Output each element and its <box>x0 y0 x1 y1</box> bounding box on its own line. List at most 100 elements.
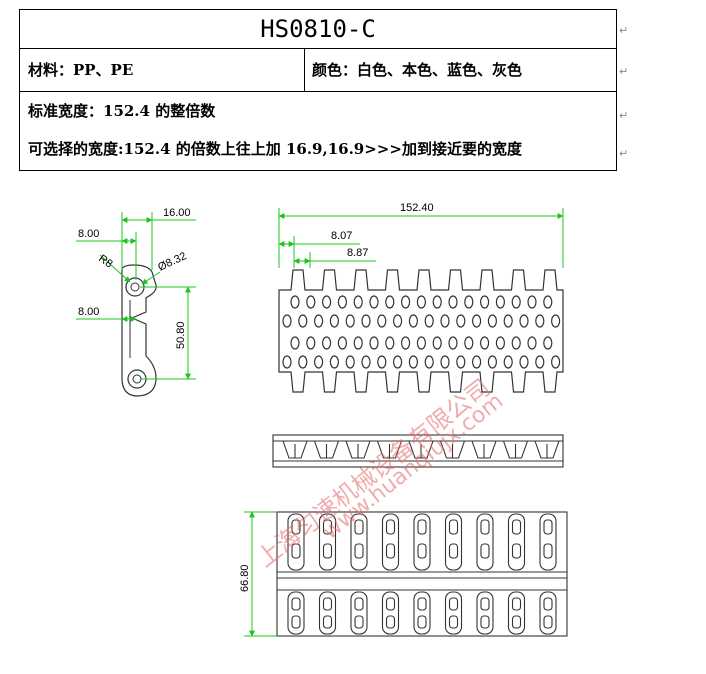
belt-hole <box>519 314 529 328</box>
bottom-module-slot <box>322 597 333 611</box>
belt-hole <box>385 336 395 350</box>
bottom-module-slot <box>417 597 427 611</box>
dim-top-width: 152.40 <box>400 202 434 214</box>
belt-hole <box>401 336 411 350</box>
belt-hole <box>480 295 490 309</box>
bottom-module-slot <box>448 597 459 611</box>
belt-hole <box>480 336 490 350</box>
bottom-module-slot <box>543 597 553 611</box>
belt-hole <box>487 355 497 369</box>
belt-hole <box>456 355 466 369</box>
belt-hole <box>393 314 403 328</box>
bottom-module-slot <box>354 597 364 611</box>
belt-hole <box>306 336 316 350</box>
dim-side-width: 16.00 <box>163 207 191 219</box>
paragraph-mark: ↵ <box>619 65 629 78</box>
belt-hole <box>440 355 450 369</box>
dim-side-pitch: 50.80 <box>175 321 187 349</box>
belt-hole <box>408 355 418 369</box>
cell-divider <box>304 48 305 91</box>
bottom-module <box>287 513 305 571</box>
belt-hole <box>353 336 363 350</box>
belt-hole <box>448 336 458 350</box>
bottom-module-slot <box>448 543 459 559</box>
bottom-module-slot <box>480 519 490 535</box>
belt-hole <box>298 314 308 328</box>
belt-hole <box>535 355 545 369</box>
bottom-module <box>318 513 337 571</box>
bottom-module-slot <box>354 519 364 535</box>
belt-hole <box>337 295 347 309</box>
bottom-module <box>476 591 494 635</box>
paragraph-mark: ↵ <box>619 109 629 122</box>
belt-hole <box>361 314 371 328</box>
belt-hole <box>543 295 553 309</box>
belt-hole <box>424 355 434 369</box>
belt-hole <box>519 355 529 369</box>
bottom-module-slot <box>480 597 490 611</box>
belt-hole <box>298 355 308 369</box>
bottom-module <box>287 591 305 635</box>
dim-side-offset-top: 8.00 <box>78 228 99 240</box>
belt-hole <box>448 295 458 309</box>
belt-hole <box>337 336 347 350</box>
spec-material-row: 材料：PP、PE 颜色：白色、本色、蓝色、灰色 <box>20 48 616 92</box>
belt-hole <box>322 295 332 309</box>
bottom-module <box>413 513 431 571</box>
bottom-module <box>539 513 557 571</box>
belt-hole <box>550 355 561 369</box>
paragraph-mark: ↵ <box>619 147 629 160</box>
bottom-module <box>350 513 368 571</box>
spec-table: HS0810-C 材料：PP、PE 颜色：白色、本色、蓝色、灰色 标准宽度：15… <box>19 9 617 171</box>
dim-top-spacing-a: 8.07 <box>331 230 352 242</box>
bottom-module-slot <box>417 543 427 559</box>
bottom-module <box>350 591 368 635</box>
bottom-module <box>318 591 337 635</box>
bottom-module-slot <box>322 615 333 629</box>
belt-hole <box>322 336 332 350</box>
bottom-module-slot <box>511 615 522 629</box>
belt-hole <box>369 336 379 350</box>
front-view-belt <box>272 434 564 468</box>
dim-side-offset-mid: 8.00 <box>78 306 99 318</box>
bottom-module-slot <box>291 543 301 559</box>
bottom-module <box>444 513 463 571</box>
belt-hole <box>369 295 379 309</box>
belt-hole <box>329 314 339 328</box>
belt-hole <box>282 355 292 369</box>
belt-hole <box>464 336 474 350</box>
spec-title-row: HS0810-C <box>20 10 616 49</box>
belt-hole <box>306 295 316 309</box>
bottom-module-slot <box>511 519 522 535</box>
bottom-module-slot <box>291 519 301 535</box>
bottom-module-slot <box>543 519 553 535</box>
belt-hole <box>416 295 426 309</box>
belt-hole <box>353 295 363 309</box>
belt-hole <box>432 336 442 350</box>
belt-hole <box>329 355 339 369</box>
top-view-dimensions <box>278 208 564 268</box>
bottom-module-slot <box>322 543 333 559</box>
belt-hole <box>472 355 482 369</box>
belt-hole <box>503 314 513 328</box>
bottom-module-slot <box>417 615 427 629</box>
belt-hole <box>424 314 434 328</box>
belt-hole <box>345 355 355 369</box>
bottom-module-slot <box>354 543 364 559</box>
bottom-module-slot <box>480 615 490 629</box>
belt-hole <box>503 355 513 369</box>
belt-hole <box>535 314 545 328</box>
belt-hole <box>385 295 395 309</box>
bottom-module-slot <box>511 543 522 559</box>
side-view-dimensions <box>76 212 196 380</box>
belt-hole <box>282 314 292 328</box>
bottom-module <box>413 591 431 635</box>
bottom-module-slot <box>291 597 301 611</box>
belt-hole <box>416 336 426 350</box>
top-view-belt <box>278 269 564 393</box>
bottom-module-slot <box>480 543 490 559</box>
belt-hole <box>290 336 300 350</box>
standard-width-text: 标准宽度：152.4 的整倍数 <box>28 102 216 120</box>
bottom-module-slot <box>385 543 396 559</box>
